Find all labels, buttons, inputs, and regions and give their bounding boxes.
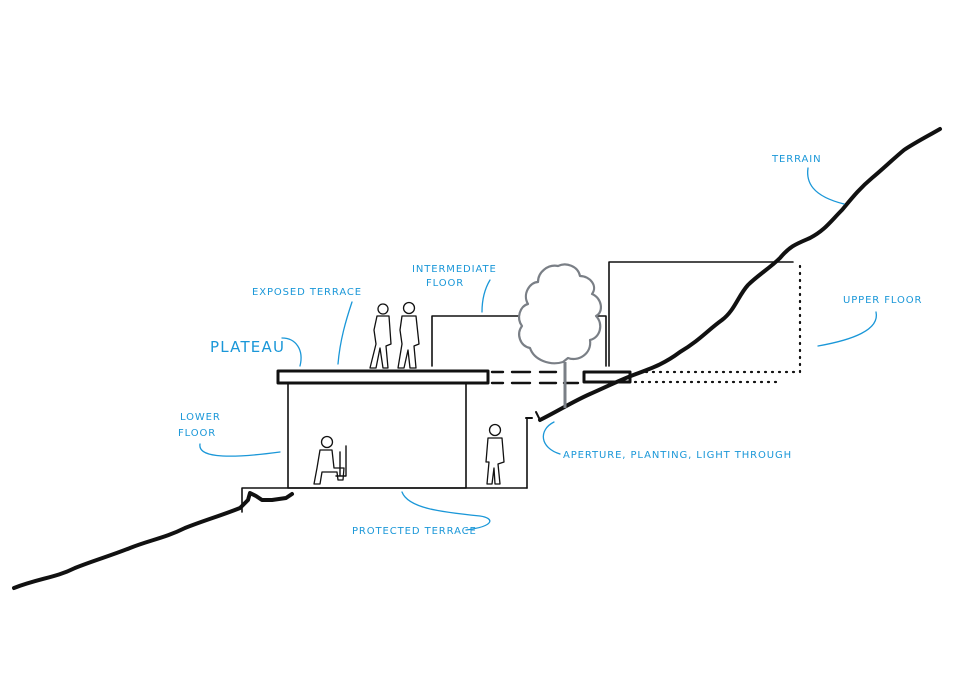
- label-exposed-terrace: Exposed Terrace: [252, 287, 362, 298]
- leader-aperture: [542, 421, 561, 455]
- slab-dashes: [490, 370, 580, 385]
- lower-floor-volume: [287, 382, 467, 489]
- upper-floor-dotted-wall: [638, 264, 802, 374]
- tree-canopy: [518, 263, 602, 365]
- leader-lower-floor: [199, 443, 281, 457]
- label-upper-floor: Upper Floor: [843, 295, 922, 306]
- terrain-line: [12, 491, 294, 590]
- leader-plateau: [281, 337, 302, 367]
- label-protected-terrace: Protected Terrace: [352, 526, 477, 537]
- label-intermediate-floor-1: Intermediate: [412, 264, 497, 275]
- leader-upper-floor: [817, 311, 877, 347]
- label-aperture: Aperture, Planting, Light Through: [563, 450, 792, 461]
- plateau-slab: [276, 369, 490, 385]
- person-walking-left: [369, 303, 392, 369]
- upper-floor-volume: [608, 261, 794, 367]
- tree: [518, 263, 602, 408]
- leader-protected-terrace: [401, 491, 491, 531]
- label-intermediate-floor-2: Floor: [426, 278, 464, 289]
- label-plateau: Plateau: [210, 338, 285, 356]
- label-lower-floor-1: Lower: [180, 412, 221, 423]
- aperture-ground-mark: [525, 411, 541, 421]
- leader-exposed-terrace: [337, 301, 353, 365]
- person-walking-right: [397, 301, 420, 369]
- leader-terrain: [807, 167, 845, 205]
- person-standing: [485, 423, 505, 485]
- upper-slab: [582, 370, 632, 384]
- leader-intermediate-floor: [481, 279, 491, 313]
- person-seated: [313, 435, 347, 485]
- label-terrain: Terrain: [771, 154, 822, 165]
- label-lower-floor-2: Floor: [178, 428, 216, 439]
- terrain-line-upper: [538, 127, 942, 422]
